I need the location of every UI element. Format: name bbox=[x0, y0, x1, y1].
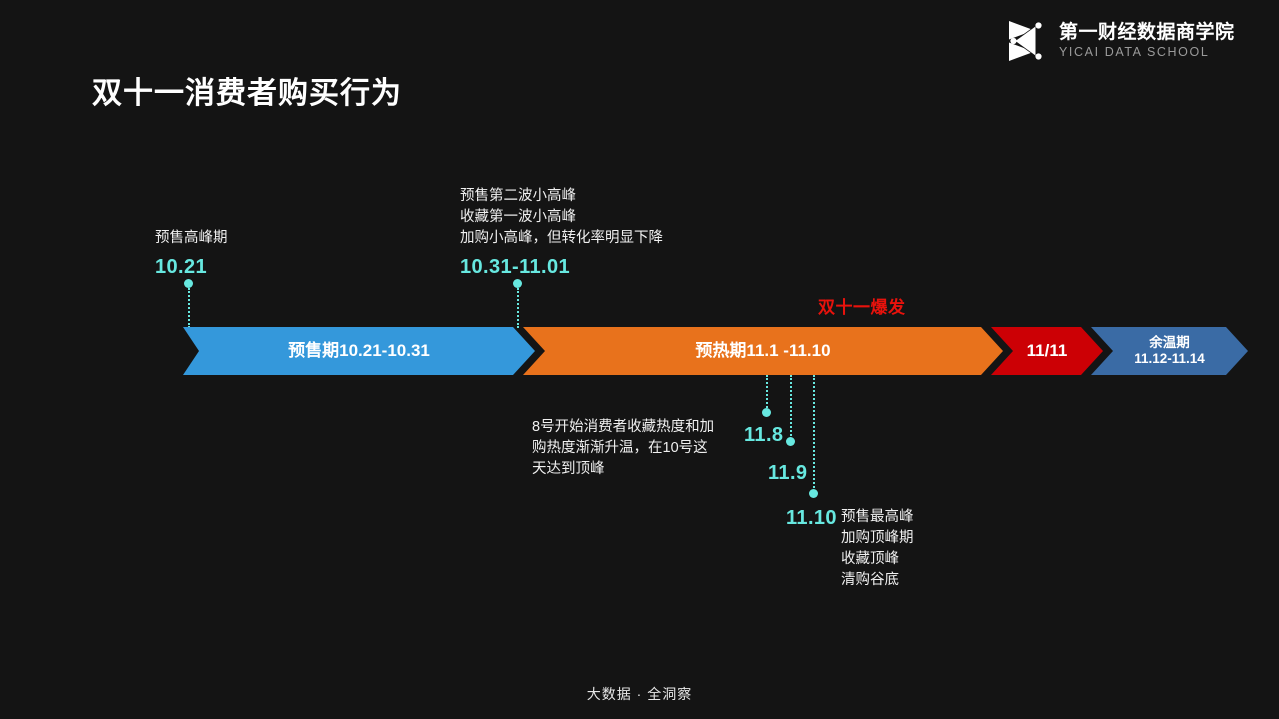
annotation-date-1110: 11.10 bbox=[786, 507, 837, 529]
annotation-second-wave-date: 10.31-11.01 bbox=[460, 256, 571, 278]
timeline-segment-warmup[interactable]: 预热期11.1 -11.10 bbox=[523, 327, 1003, 375]
timeline-segment-peak-label: 11/11 bbox=[1026, 341, 1068, 361]
connector-line-118 bbox=[766, 375, 768, 411]
timeline-segment-presale[interactable]: 预售期10.21-10.31 bbox=[183, 327, 535, 375]
annotation-date-119: 11.9 bbox=[768, 462, 808, 484]
timeline-segment-afterglow[interactable]: 余温期 11.12-11.14 bbox=[1091, 327, 1248, 375]
timeline-segment-peak[interactable]: 11/11 bbox=[991, 327, 1103, 375]
connector-line-1110 bbox=[813, 375, 815, 492]
timeline-segment-warmup-label: 预热期11.1 -11.10 bbox=[695, 341, 831, 361]
logo-name-en: YICAI DATA SCHOOL bbox=[1059, 45, 1210, 60]
annotation-presale-peak-date: 10.21 bbox=[155, 256, 208, 278]
connector-line-1031 bbox=[517, 288, 519, 328]
annotation-warmup-paragraph: 8号开始消费者收藏热度和加 购热度渐渐升温，在10号这 天达到顶峰 bbox=[532, 419, 715, 477]
footer-tagline: 大数据 · 全洞察 bbox=[586, 686, 693, 702]
timeline-bar: 预售期10.21-10.31 预热期11.1 -11.10 11/11 余温期 … bbox=[183, 327, 1048, 375]
connector-line-1021 bbox=[188, 288, 190, 328]
connector-dot-118 bbox=[762, 408, 771, 417]
connector-dot-119 bbox=[786, 437, 795, 446]
timeline-segment-afterglow-label: 余温期 11.12-11.14 bbox=[1134, 335, 1205, 366]
connector-dot-1021 bbox=[184, 279, 193, 288]
annotation-second-wave-text: 预售第二波小高峰 收藏第一波小高峰 加购小高峰，但转化率明显下降 bbox=[460, 188, 663, 246]
page-title: 双十一消费者购买行为 bbox=[92, 77, 402, 110]
timeline-segment-presale-label: 预售期10.21-10.31 bbox=[288, 341, 430, 361]
annotation-date-118: 11.8 bbox=[744, 424, 784, 446]
yicai-triangle-logo-icon bbox=[1004, 18, 1050, 64]
connector-dot-1031 bbox=[513, 279, 522, 288]
annotation-peak-list: 预售最高峰 加购顶峰期 收藏顶峰 清购谷底 bbox=[841, 509, 914, 588]
burst-label: 双十一爆发 bbox=[818, 298, 906, 317]
logo-text-block: 第一财经数据商学院 YICAI DATA SCHOOL bbox=[1059, 22, 1235, 61]
brand-logo: 第一财经数据商学院 YICAI DATA SCHOOL bbox=[1004, 18, 1235, 64]
logo-name-cn: 第一财经数据商学院 bbox=[1059, 21, 1235, 43]
connector-dot-1110 bbox=[809, 489, 818, 498]
annotation-presale-peak-text: 预售高峰期 bbox=[155, 230, 228, 246]
connector-line-119 bbox=[790, 375, 792, 440]
